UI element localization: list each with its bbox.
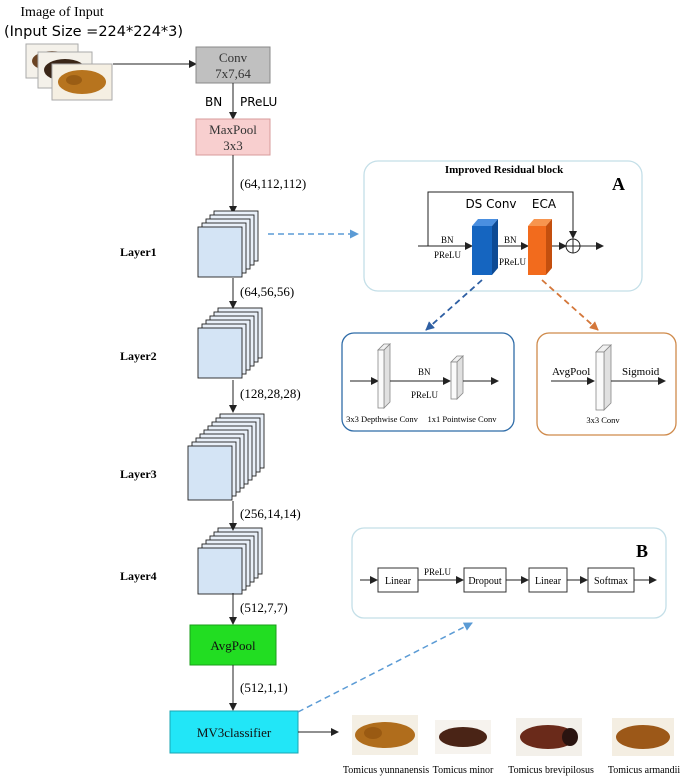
eca-title: ECA <box>532 197 557 211</box>
eca-detail-sigmoid: Sigmoid <box>622 366 660 378</box>
dashed-link-eca-detail <box>541 279 599 331</box>
panel-b-prelu: PReLU <box>424 567 452 577</box>
layer-stack-2 <box>197 307 263 379</box>
sum-node-icon <box>565 238 581 254</box>
shape-label-4: (256,14,14) <box>240 506 301 521</box>
layer-label-1: Layer1 <box>120 245 157 259</box>
dashed-link-classifier-panel-b <box>297 622 473 713</box>
shape-label-1: (64,112,112) <box>240 176 306 191</box>
layer-stacks <box>187 210 265 595</box>
pointwise-conv-slab <box>450 355 464 400</box>
panel-b-classifier-head: B Linear PReLU Dropout Linear Softmax <box>351 527 667 619</box>
feature-map-slice <box>197 327 243 379</box>
layer-label-4: Layer4 <box>120 569 157 583</box>
panel-a-title: Improved Residual block <box>445 164 564 176</box>
species-label-2: Tomicus minor <box>433 765 494 776</box>
species-image-2 <box>435 720 491 754</box>
maxpool-detail: 3x3 <box>223 138 243 153</box>
avgpool-block: AvgPool <box>189 624 277 666</box>
layer-stack-4 <box>197 527 263 595</box>
ds-detail-bn: BN <box>418 367 431 377</box>
layer-stack-3 <box>187 413 265 501</box>
panel-b-dropout: Dropout <box>468 576 502 587</box>
panel-a-bn-2: BN <box>504 235 517 245</box>
ds-detail-prelu: PReLU <box>411 390 439 400</box>
layer-label-3: Layer3 <box>120 467 157 481</box>
layer-stack-1 <box>197 210 259 278</box>
dashed-link-ds-detail <box>425 279 483 331</box>
species-image-3 <box>516 718 582 756</box>
panel-a-letter: A <box>612 174 625 194</box>
panel-a-prelu-2: PReLU <box>499 257 527 267</box>
maxpool-block: MaxPool 3x3 <box>195 118 271 156</box>
panel-a-bn-1: BN <box>441 235 454 245</box>
shape-label-5: (512,7,7) <box>240 600 288 615</box>
panel-a-residual-block: Improved Residual block A DS Conv ECA BN… <box>363 160 643 292</box>
avgpool-label: AvgPool <box>210 638 256 653</box>
panel-b-softmax: Softmax <box>594 576 628 587</box>
input-title: Image of Input <box>20 5 103 20</box>
classifier-block: MV3classifier <box>169 710 299 754</box>
eca-block <box>528 219 552 275</box>
prelu-label: PReLU <box>240 95 277 109</box>
residual-skip-path <box>427 191 577 246</box>
species-label-4: Tomicus armandii <box>608 765 681 776</box>
panel-b-linear-1: Linear <box>385 576 412 587</box>
ds-conv-title: DS Conv <box>465 197 516 211</box>
maxpool-label: MaxPool <box>209 122 257 137</box>
feature-map-slice <box>197 226 243 278</box>
eca-detail-avgpool: AvgPool <box>552 366 590 378</box>
conv-label: Conv <box>219 50 248 65</box>
species-label-3: Tomicus brevipilosus <box>508 765 594 776</box>
panel-b-letter: B <box>636 541 648 561</box>
feature-map-slice <box>187 445 233 501</box>
layer-label-2: Layer2 <box>120 349 157 363</box>
panel-a-prelu-1: PReLU <box>434 250 462 260</box>
species-label-1: Tomicus yunnanensis <box>343 765 429 776</box>
panel-b-linear-2: Linear <box>535 576 562 587</box>
shape-label-2: (64,56,56) <box>240 284 294 299</box>
species-image-4 <box>612 718 674 756</box>
ds-detail-depthwise: 3x3 Depthwise Conv <box>346 414 419 424</box>
eca-conv-slab <box>595 344 612 411</box>
depthwise-conv-slab <box>377 343 391 409</box>
eca-detail-panel: AvgPool Sigmoid 3x3 Conv <box>536 332 677 436</box>
eca-detail-conv: 3x3 Conv <box>586 415 620 425</box>
feature-map-slice <box>197 547 243 595</box>
ds-conv-block <box>472 219 498 275</box>
species-image-1 <box>352 715 418 755</box>
shape-label-3: (128,28,28) <box>240 386 301 401</box>
conv-detail: 7x7,64 <box>215 66 251 81</box>
input-size: (Input Size =224*224*3) <box>4 24 183 40</box>
input-image-stack <box>25 43 113 101</box>
bn-label: BN <box>205 95 222 109</box>
shape-label-6: (512,1,1) <box>240 680 288 695</box>
ds-conv-detail-panel: BN PReLU 3x3 Depthwise Conv 1x1 Pointwis… <box>341 332 515 432</box>
ds-detail-pointwise: 1x1 Pointwise Conv <box>428 414 498 424</box>
conv-block: Conv 7x7,64 <box>195 46 271 84</box>
classifier-label: MV3classifier <box>197 725 272 740</box>
